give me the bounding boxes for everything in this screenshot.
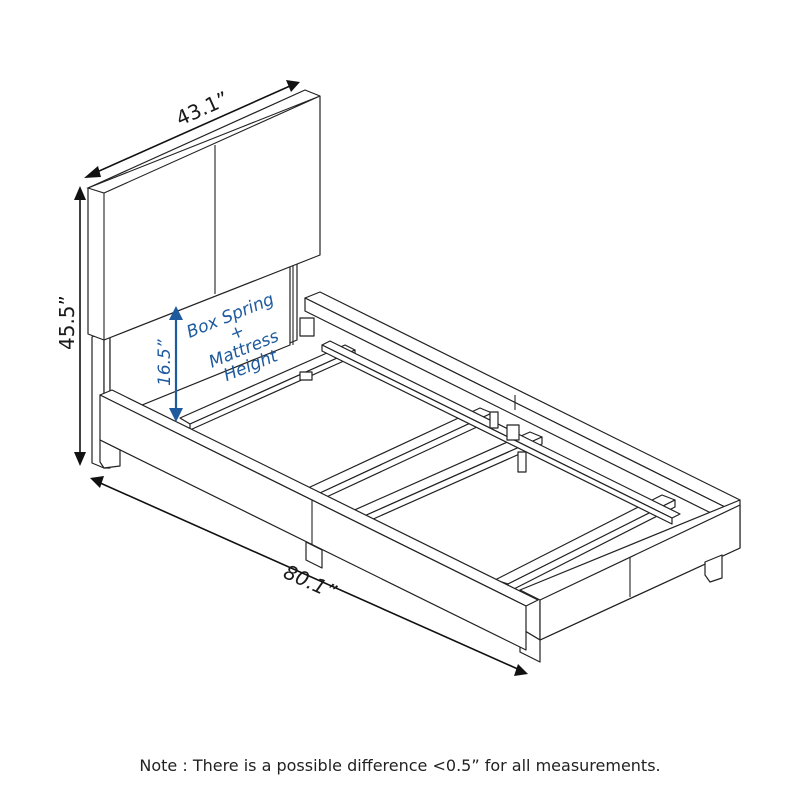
slats	[179, 317, 681, 593]
svg-text:+: +	[227, 321, 248, 345]
bracket-head	[299, 317, 315, 337]
center-support-leg	[517, 451, 527, 473]
dimension-overall-height: 45.5”	[55, 186, 86, 466]
label-overall-length: 80.1”	[280, 560, 340, 605]
headboard	[86, 89, 321, 469]
leg-front-left	[99, 439, 121, 469]
label-mattress-height: 16.5”	[155, 339, 175, 386]
near-side-rail	[99, 389, 539, 651]
far-side-rail	[304, 291, 741, 521]
measurement-note: Note : There is a possible difference <0…	[139, 756, 661, 775]
footboard	[519, 499, 741, 663]
label-overall-height: 45.5”	[55, 295, 79, 350]
bracket-center	[506, 424, 520, 441]
label-headboard-width: 43.1”	[172, 86, 232, 130]
leg-back-right	[704, 554, 723, 583]
leg-middle-front	[305, 541, 323, 569]
